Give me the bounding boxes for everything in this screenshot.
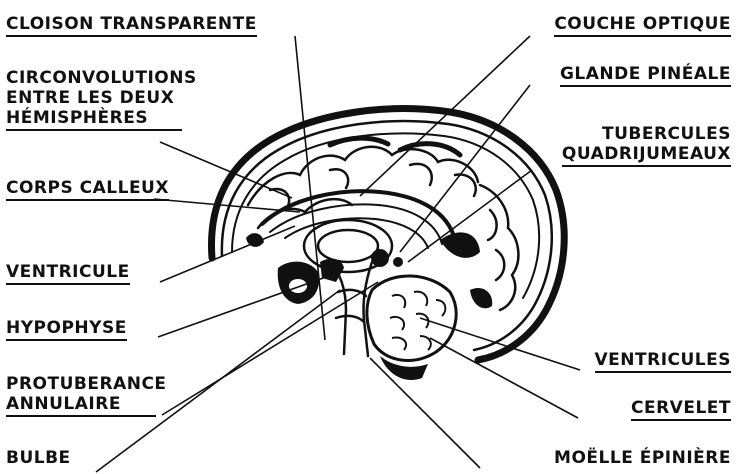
label-tubercules-line2: QUADRIJUMEAUX — [562, 144, 731, 167]
label-corps-calleux-text: CORPS CALLEUX — [6, 178, 169, 198]
label-protuberance-line1: PROTUBERANCE — [6, 374, 167, 394]
label-couche-optique-text: COUCHE OPTIQUE — [554, 14, 731, 34]
label-bulbe-text: BULBE — [6, 448, 71, 468]
label-moelle-text: MOËLLE ÉPINIÈRE — [554, 448, 731, 468]
label-tubercules-line1: TUBERCULES — [562, 124, 731, 144]
label-glande-pineale: GLANDE PINÉALE — [560, 64, 731, 87]
label-glande-pineale-text: GLANDE PINÉALE — [560, 64, 731, 84]
label-ventricule: VENTRICULE — [6, 262, 130, 285]
label-protuberance-line2: ANNULAIRE — [6, 394, 156, 417]
label-cervelet: CERVELET — [631, 398, 731, 421]
label-couche-optique: COUCHE OPTIQUE — [554, 14, 731, 37]
label-cervelet-text: CERVELET — [631, 398, 731, 418]
label-protuberance: PROTUBERANCE ANNULAIRE — [6, 374, 167, 417]
label-circonvolutions-line3: HÉMISPHÈRES — [6, 108, 182, 131]
label-hypophyse-text: HYPOPHYSE — [6, 318, 127, 338]
label-circonvolutions-line1: CIRCONVOLUTIONS — [6, 68, 197, 88]
cervelet-shape — [367, 276, 456, 380]
label-ventricules-text: VENTRICULES — [595, 350, 731, 370]
label-ventricule-text: VENTRICULE — [6, 262, 130, 282]
label-circonvolutions: CIRCONVOLUTIONS ENTRE LES DEUX HÉMISPHÈR… — [6, 68, 197, 131]
label-cloison-transparente: CLOISON TRANSPARENTE — [6, 14, 257, 37]
label-circonvolutions-line2: ENTRE LES DEUX — [6, 88, 197, 108]
label-bulbe: BULBE — [6, 448, 71, 468]
pineal-shape — [371, 249, 403, 267]
label-cloison-text: CLOISON TRANSPARENTE — [6, 14, 257, 34]
label-corps-calleux: CORPS CALLEUX — [6, 178, 169, 201]
label-ventricules: VENTRICULES — [595, 350, 731, 373]
label-hypophyse: HYPOPHYSE — [6, 318, 127, 341]
label-tubercules: TUBERCULES QUADRIJUMEAUX — [562, 124, 731, 167]
label-moelle-epiniere: MOËLLE ÉPINIÈRE — [554, 448, 731, 468]
